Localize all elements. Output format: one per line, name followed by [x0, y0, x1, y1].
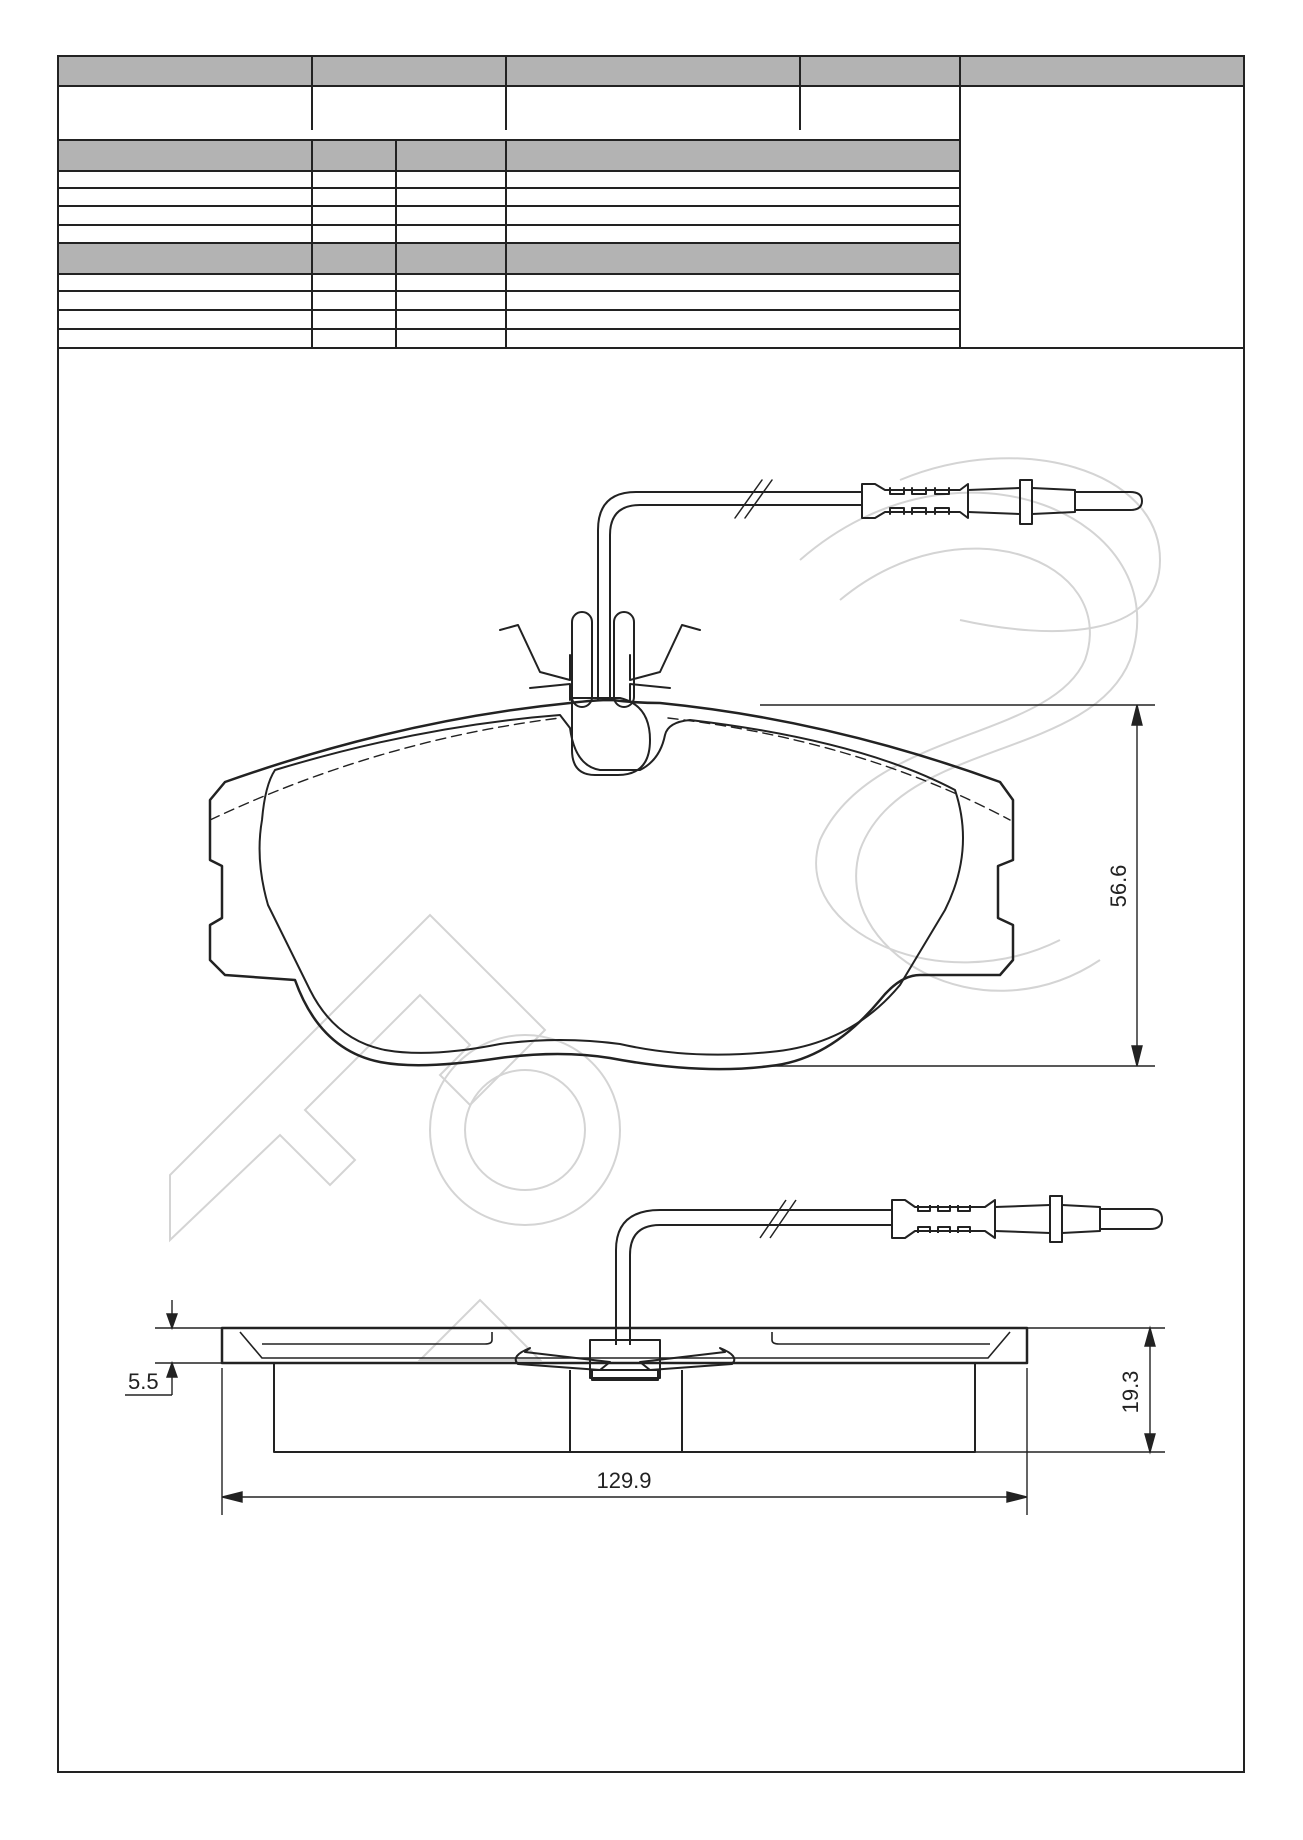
dimension-width [221, 1368, 1028, 1515]
section-1-header [57, 139, 961, 172]
sensor-housing [571, 697, 651, 776]
side-clip [514, 1347, 736, 1371]
watermark-logo [169, 457, 1162, 1361]
wire-connector-top [861, 479, 1143, 525]
pad-side-view [220, 1195, 1163, 1453]
dimension-backplate-thickness-label: 5.5 [128, 1369, 159, 1394]
dimension-height-label: 56.6 [1106, 865, 1131, 908]
dimension-total-thickness [975, 1325, 1165, 1455]
side-backplate [220, 1326, 1029, 1365]
dimension-total-thickness-label: 19.3 [1118, 1371, 1143, 1414]
dimension-width-label: 129.9 [596, 1468, 651, 1493]
sensor-stem-left [571, 611, 593, 708]
sheet-border [57, 55, 1245, 1773]
sensor-wire [597, 491, 863, 701]
sensor-clip [499, 624, 701, 681]
wear-indicator-dashed-line [209, 717, 1011, 821]
section-2-header [57, 242, 961, 275]
wire-connector-side [891, 1195, 1163, 1243]
backplate-outline [208, 698, 1015, 1071]
dimension-backplate-thickness [125, 1300, 222, 1396]
title-block [57, 55, 1245, 349]
pad-front-view [208, 479, 1143, 1071]
side-sensor-wire [615, 1209, 892, 1345]
dimension-height [760, 704, 1155, 1067]
side-friction-material [273, 1363, 976, 1453]
sensor-stem-right [613, 611, 635, 708]
title-header-row [57, 55, 1245, 87]
friction-material-outline [258, 714, 964, 1056]
